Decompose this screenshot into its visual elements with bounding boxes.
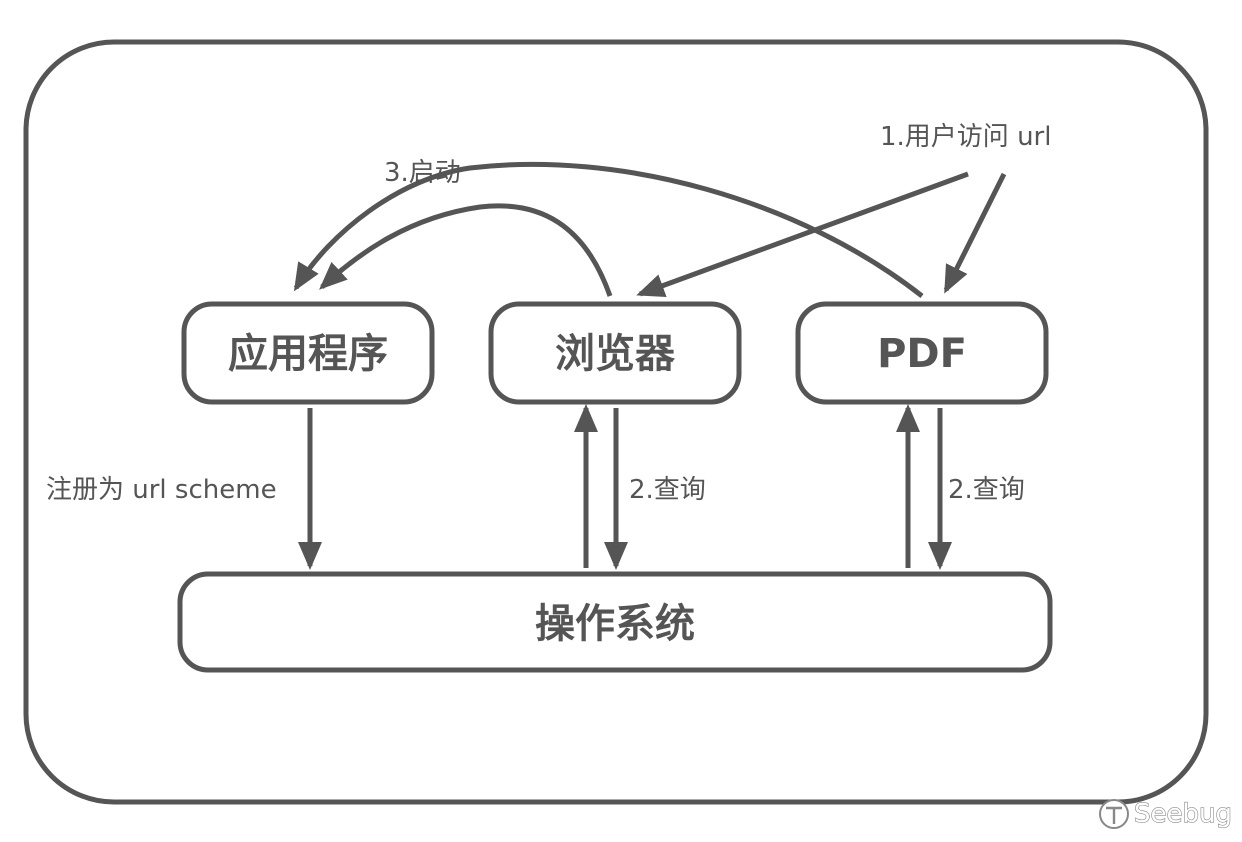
edges bbox=[293, 161, 1007, 570]
node-application-label: 应用程序 bbox=[228, 331, 388, 377]
node-pdf: PDF bbox=[795, 301, 1049, 405]
arrow-pdf-launch-application bbox=[293, 161, 924, 298]
node-application-box bbox=[181, 301, 435, 405]
node-browser-box bbox=[488, 301, 742, 405]
node-os: 操作系统 bbox=[177, 571, 1053, 673]
arrow-user-to-pdf bbox=[943, 172, 1007, 294]
label-query-browser: 2.查询 bbox=[629, 475, 706, 505]
node-application: 应用程序 bbox=[181, 301, 435, 405]
watermark-logo-mark bbox=[1106, 806, 1122, 824]
node-pdf-box bbox=[795, 301, 1049, 405]
label-launch: 3.启动 bbox=[384, 158, 461, 188]
arrow-browser-launch-application bbox=[319, 203, 613, 297]
node-pdf-label: PDF bbox=[877, 331, 967, 377]
node-browser: 浏览器 bbox=[488, 301, 742, 405]
node-os-label: 操作系统 bbox=[535, 601, 695, 647]
watermark: Seebug bbox=[1099, 798, 1233, 830]
label-user-visit-url: 1.用户访问 url bbox=[880, 122, 1051, 152]
outer-frame bbox=[23, 39, 1209, 805]
arrow-user-to-browser bbox=[636, 171, 969, 298]
watermark-text: Seebug bbox=[1134, 799, 1232, 829]
label-query-pdf: 2.查询 bbox=[948, 475, 1025, 505]
label-register-url-scheme: 注册为 url scheme bbox=[46, 475, 277, 505]
node-os-box bbox=[177, 571, 1053, 673]
node-browser-label: 浏览器 bbox=[555, 331, 676, 377]
